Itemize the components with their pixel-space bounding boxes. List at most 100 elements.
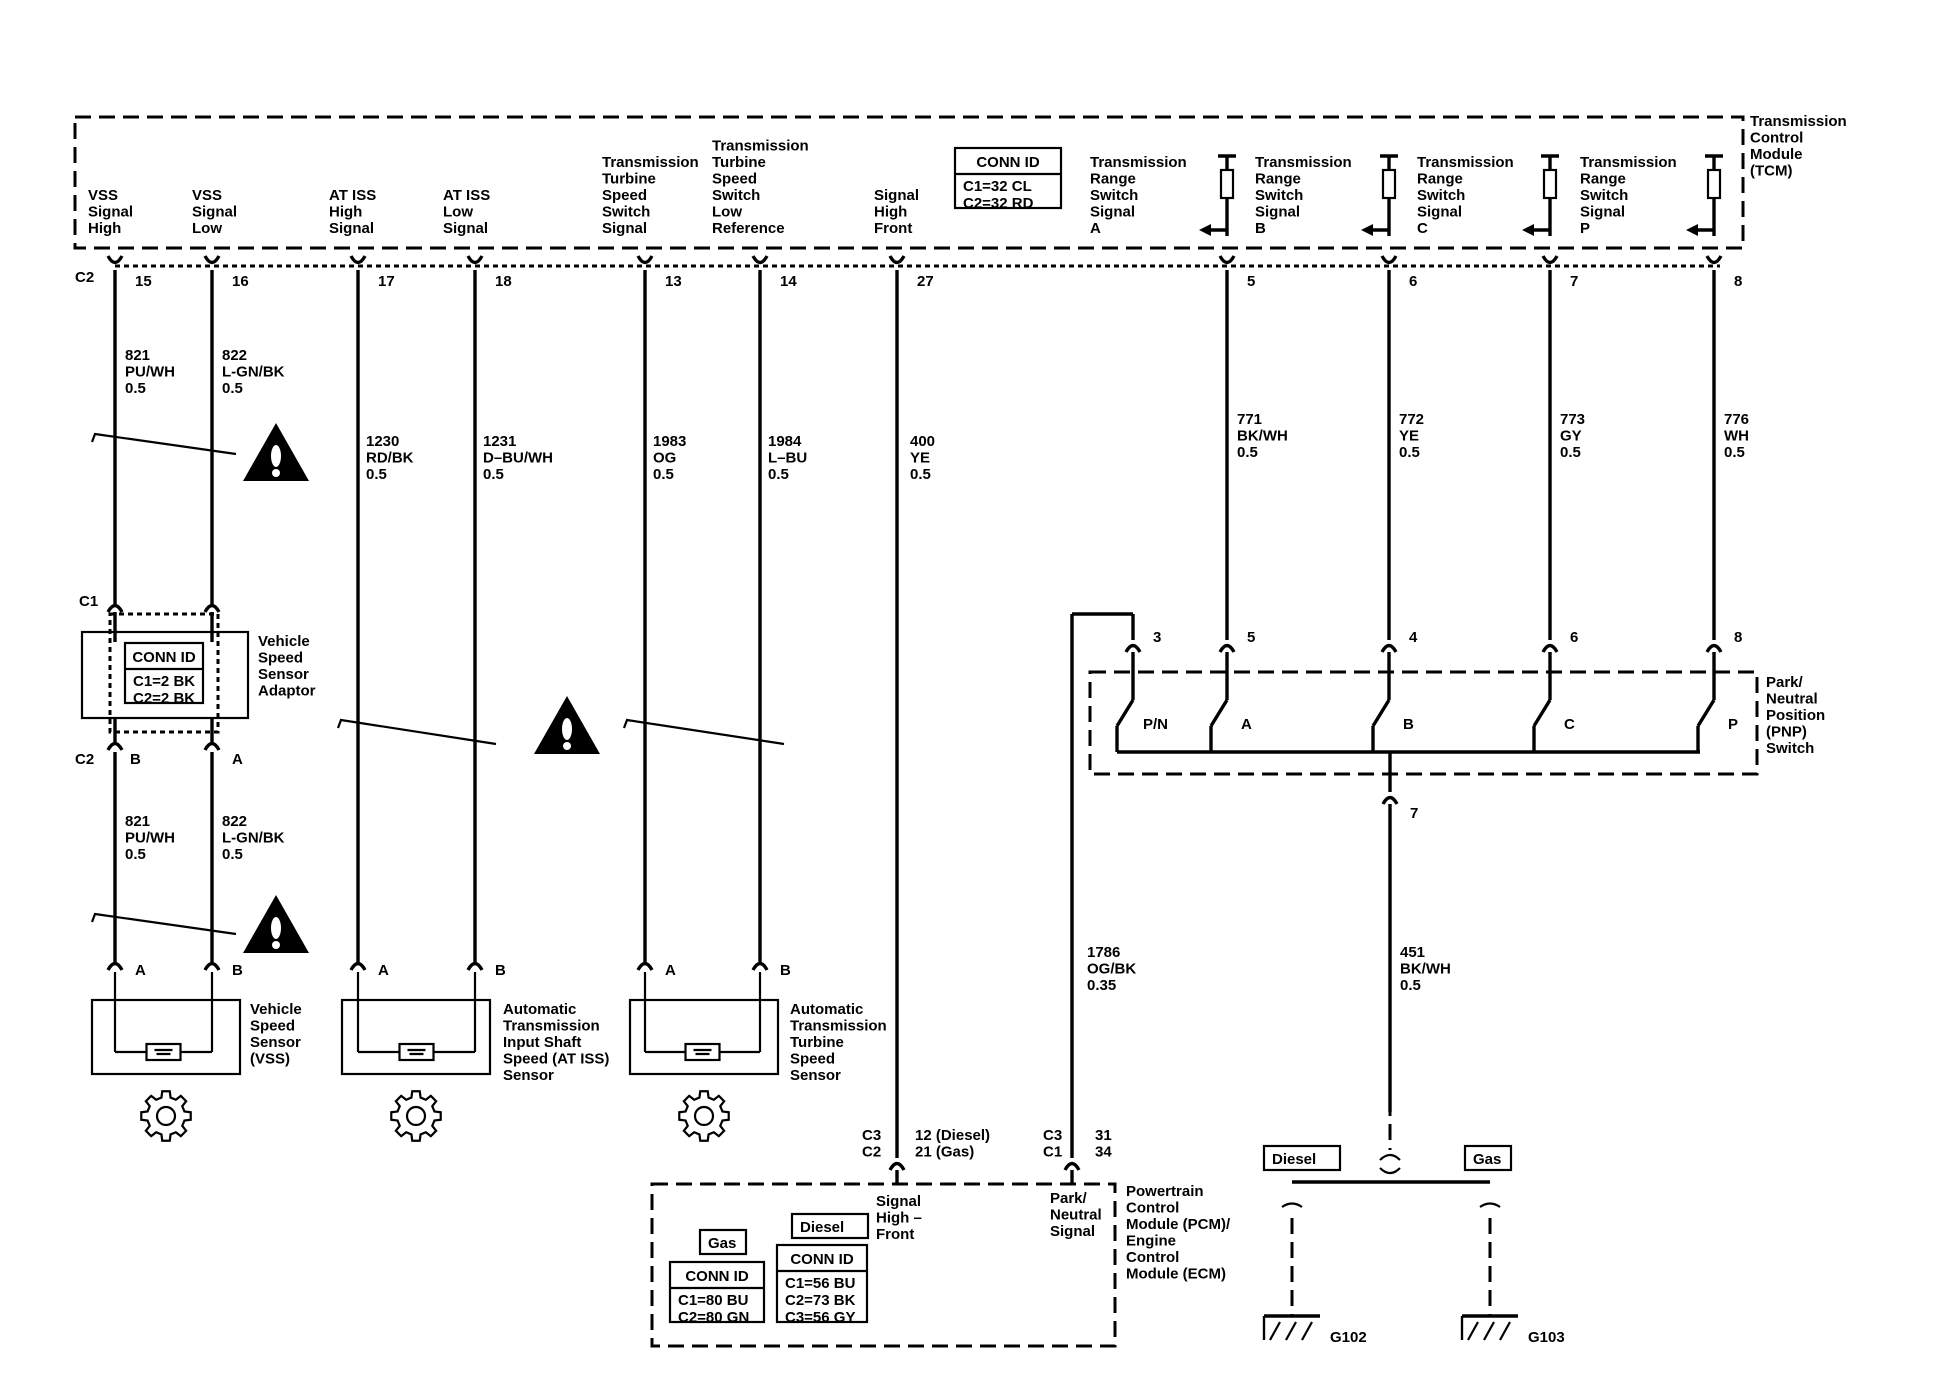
pcm-pin: 31 xyxy=(1095,1127,1112,1144)
pcm-pin: 34 xyxy=(1095,1144,1112,1161)
range-wire-label: 0.5 xyxy=(1237,444,1258,461)
switch-blade xyxy=(1532,699,1552,727)
range-wire-label: 0.5 xyxy=(1724,444,1745,461)
sensor-label: Automatic xyxy=(790,1001,863,1018)
tcm-signal-label: VSS xyxy=(192,187,222,204)
connector-terminal xyxy=(106,741,124,751)
range-wire-label: YE xyxy=(1399,428,1419,445)
tag-box xyxy=(698,1228,748,1256)
sensor-label: Sensor xyxy=(503,1067,554,1084)
pn-wire-label: 0.35 xyxy=(1087,977,1116,994)
switch-label: C xyxy=(1564,716,1575,733)
sensor-coil-icon xyxy=(684,1042,721,1062)
arrow-icon xyxy=(1686,224,1698,236)
twisted-pair-mark xyxy=(622,718,785,746)
tcm-signal-label: Reference xyxy=(712,220,785,237)
sensor-wire-label: 0.5 xyxy=(366,466,387,483)
range-wire-label: GY xyxy=(1560,428,1582,445)
resistor-icon xyxy=(1219,168,1235,200)
wire-break xyxy=(1379,1167,1401,1175)
tag-text: Gas xyxy=(708,1235,736,1252)
twisted-pair-mark xyxy=(336,718,497,746)
gear-icon xyxy=(140,1090,192,1142)
vss-wire-label: 0.5 xyxy=(222,380,243,397)
pnp-pin: 7 xyxy=(1410,805,1418,822)
tcm-pin-terminal xyxy=(466,255,484,265)
twisted-pair-mark xyxy=(90,912,237,936)
sensor-label: Automatic xyxy=(503,1001,576,1018)
gear-icon xyxy=(390,1090,442,1142)
sensor-coil-icon xyxy=(398,1042,435,1062)
vss-lower-wire-label: 0.5 xyxy=(125,846,146,863)
adaptor-label: Sensor xyxy=(258,666,309,683)
pn-wire-label: OG/BK xyxy=(1087,961,1136,978)
tcm-pin-number: 13 xyxy=(665,273,682,290)
warning-dot xyxy=(272,941,280,949)
warning-mark xyxy=(271,917,281,939)
pnp-label: Switch xyxy=(1766,740,1814,757)
connector-terminal xyxy=(203,961,221,971)
wires xyxy=(90,154,1723,1341)
tcm-pin-number: 14 xyxy=(780,273,797,290)
tcm-signal-label: Switch xyxy=(1417,187,1465,204)
tcm-signal-label: Signal xyxy=(1090,204,1135,221)
tcm-signal-label: Turbine xyxy=(712,154,766,171)
tcm-signal-label: Transmission xyxy=(712,138,809,155)
pcm-conn: C2 xyxy=(862,1144,881,1161)
warning-mark xyxy=(562,718,572,740)
adaptor-label: Vehicle xyxy=(258,633,310,650)
connector-terminal xyxy=(751,961,769,971)
pcm-pin: 12 (Diesel) xyxy=(915,1127,990,1144)
tcm-pin-number: 16 xyxy=(232,273,249,290)
resistor-icon xyxy=(1706,168,1722,200)
sensor-wire-label: 1984 xyxy=(768,433,802,450)
twisted-pair-mark xyxy=(90,432,237,456)
vss-lower-wire-label: 822 xyxy=(222,813,247,830)
tcm-signal-label: High xyxy=(88,220,121,237)
connector-terminal xyxy=(349,961,367,971)
warning-mark xyxy=(271,445,281,467)
sensor-label: Input Shaft xyxy=(503,1034,581,1051)
connector-terminal xyxy=(1124,643,1142,653)
tcm-pin-number: 27 xyxy=(917,273,934,290)
tcm-pin-terminal xyxy=(1218,255,1236,265)
tcm-signal-label: C xyxy=(1417,220,1428,237)
tcm-signal-label: Speed xyxy=(712,171,757,188)
sensor-coil-mark xyxy=(407,1048,426,1056)
tcm-signal-label: A xyxy=(1090,220,1101,237)
tcm-pin-number: 6 xyxy=(1409,273,1417,290)
ground-hatch xyxy=(1467,1321,1479,1341)
sensor-pin: B xyxy=(495,962,506,979)
sensor-pin: A xyxy=(378,962,389,979)
front-wire-label: 400 xyxy=(910,433,935,450)
switch-label: B xyxy=(1403,716,1414,733)
tag-box xyxy=(1262,1144,1342,1172)
connector-terminal xyxy=(636,961,654,971)
vss-wire-label: PU/WH xyxy=(125,364,175,381)
ground-hatch xyxy=(1269,1321,1281,1341)
gear-hub xyxy=(693,1105,715,1127)
ground-hatch xyxy=(1483,1321,1495,1341)
conn-id-line: C1=32 CL xyxy=(963,178,1032,195)
conn-id-box xyxy=(123,641,205,705)
range-wire-label: BK/WH xyxy=(1237,428,1288,445)
switch-blade xyxy=(1371,699,1391,727)
tcm-pin-terminal xyxy=(1705,255,1723,265)
range-wire-label: 771 xyxy=(1237,411,1262,428)
arrow-icon xyxy=(1522,224,1534,236)
connector-terminal xyxy=(1541,643,1559,653)
sensor-label: Speed (AT ISS) xyxy=(503,1051,609,1068)
conn-id-box xyxy=(775,1243,869,1324)
ground-wire-label: 0.5 xyxy=(1400,977,1421,994)
wire-break xyxy=(1479,1202,1501,1208)
sensor-wire-label: 0.5 xyxy=(768,466,789,483)
switch-label: A xyxy=(1241,716,1252,733)
tcm-pin-terminal xyxy=(1541,255,1559,265)
tcm-pin-terminal xyxy=(636,255,654,265)
ground-diesel-tag: Diesel xyxy=(1262,1144,1342,1172)
sensor-wire-label: 1231 xyxy=(483,433,516,450)
vss-lower-wire-label: L-GN/BK xyxy=(222,830,285,847)
sensor-coil-mark xyxy=(154,1048,173,1056)
